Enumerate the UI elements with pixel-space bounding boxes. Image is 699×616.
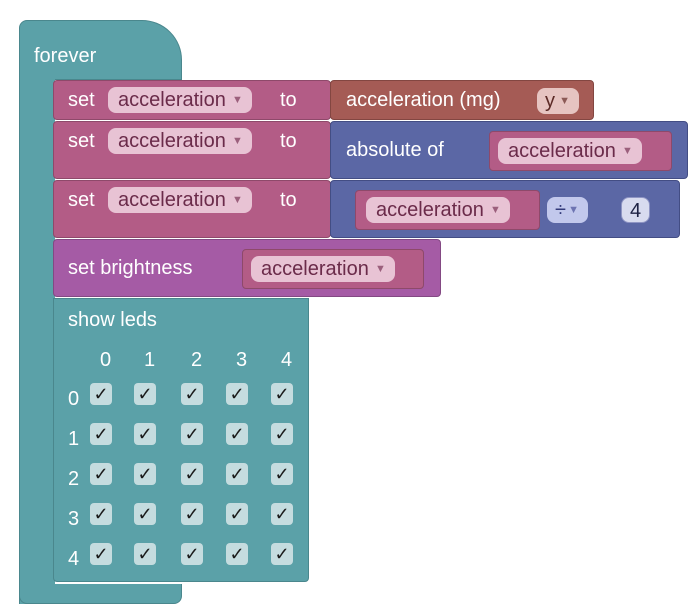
variable-name: acceleration xyxy=(118,189,226,211)
dropdown-triangle-icon: ▼ xyxy=(568,204,579,216)
led-checkbox[interactable]: ✓ xyxy=(181,383,203,405)
dropdown-triangle-icon: ▼ xyxy=(374,263,386,275)
forever-block[interactable] xyxy=(19,20,182,80)
show-leds-block[interactable]: show leds 0 1 2 3 4 0 ✓ ✓ ✓ ✓ ✓ 1 ✓ ✓ ✓ ✓ ✓ 2 ✓ ✓ ✓ ✓ ✓ 3 ✓ ✓ ✓ ✓ ✓ 4… xyxy=(53,298,309,582)
set-label: set xyxy=(68,89,95,111)
variable-dropdown[interactable]: acceleration ▼ xyxy=(498,138,642,164)
acceleration-mg-block[interactable]: acceleration (mg) y ▼ xyxy=(330,80,594,120)
led-checkbox[interactable]: ✓ xyxy=(271,503,293,525)
variable-reporter[interactable]: acceleration ▼ xyxy=(489,131,672,171)
led-column-header: 1 xyxy=(144,349,156,371)
led-checkbox[interactable]: ✓ xyxy=(134,423,156,445)
set-label: set xyxy=(68,130,95,152)
dropdown-triangle-icon: ▼ xyxy=(231,194,243,206)
to-label: to xyxy=(280,89,297,111)
dropdown-triangle-icon: ▼ xyxy=(231,135,243,147)
led-row-header: 4 xyxy=(68,548,80,570)
axis-value: y xyxy=(545,90,555,112)
led-checkbox[interactable]: ✓ xyxy=(90,543,112,565)
led-checkbox[interactable]: ✓ xyxy=(134,463,156,485)
led-checkbox[interactable]: ✓ xyxy=(271,383,293,405)
variable-dropdown[interactable]: acceleration ▼ xyxy=(108,87,252,113)
show-leds-label: show leds xyxy=(68,309,157,331)
set-variable-block-1[interactable]: set acceleration ▼ to xyxy=(53,80,331,120)
variable-dropdown[interactable]: acceleration ▼ xyxy=(108,187,252,213)
led-row-header: 2 xyxy=(68,468,80,490)
set-brightness-block[interactable]: set brightness acceleration ▼ xyxy=(53,239,441,297)
acceleration-mg-label: acceleration (mg) xyxy=(346,89,501,111)
variable-name: acceleration xyxy=(508,140,616,162)
led-checkbox[interactable]: ✓ xyxy=(271,543,293,565)
led-checkbox[interactable]: ✓ xyxy=(226,383,248,405)
led-checkbox[interactable]: ✓ xyxy=(90,503,112,525)
to-label: to xyxy=(280,189,297,211)
forever-label: forever xyxy=(34,45,97,67)
to-label: to xyxy=(280,130,297,152)
led-checkbox[interactable]: ✓ xyxy=(271,423,293,445)
operator-dropdown[interactable]: ÷ ▼ xyxy=(547,197,588,223)
led-checkbox[interactable]: ✓ xyxy=(90,383,112,405)
led-row-header: 3 xyxy=(68,508,80,530)
variable-dropdown[interactable]: acceleration ▼ xyxy=(366,197,510,223)
set-variable-block-3[interactable]: set acceleration ▼ to xyxy=(53,180,331,238)
variable-dropdown[interactable]: acceleration ▼ xyxy=(108,128,252,154)
led-checkbox[interactable]: ✓ xyxy=(226,463,248,485)
led-checkbox[interactable]: ✓ xyxy=(181,463,203,485)
number-input[interactable]: 4 xyxy=(621,197,651,223)
forever-block-bottom[interactable] xyxy=(19,584,182,604)
set-label: set xyxy=(68,189,95,211)
variable-name: acceleration xyxy=(118,130,226,152)
dropdown-triangle-icon: ▼ xyxy=(489,204,501,216)
led-checkbox[interactable]: ✓ xyxy=(271,463,293,485)
led-checkbox[interactable]: ✓ xyxy=(226,423,248,445)
led-checkbox[interactable]: ✓ xyxy=(134,503,156,525)
absolute-of-block[interactable]: absolute of acceleration ▼ xyxy=(330,121,688,179)
divide-block[interactable]: acceleration ▼ ÷ ▼ 4 xyxy=(330,180,680,238)
led-row-header: 1 xyxy=(68,428,80,450)
variable-dropdown[interactable]: acceleration ▼ xyxy=(251,256,395,282)
variable-reporter[interactable]: acceleration ▼ xyxy=(355,190,540,230)
led-checkbox[interactable]: ✓ xyxy=(226,543,248,565)
led-row-header: 0 xyxy=(68,388,80,410)
dropdown-triangle-icon: ▼ xyxy=(621,145,633,157)
led-checkbox[interactable]: ✓ xyxy=(181,423,203,445)
led-checkbox[interactable]: ✓ xyxy=(90,463,112,485)
led-column-header: 0 xyxy=(100,349,112,371)
operator-value: ÷ xyxy=(555,199,566,221)
forever-block-spine[interactable] xyxy=(19,78,55,604)
led-checkbox[interactable]: ✓ xyxy=(90,423,112,445)
axis-dropdown[interactable]: y ▼ xyxy=(537,88,579,114)
variable-name: acceleration xyxy=(376,199,484,221)
dropdown-triangle-icon: ▼ xyxy=(559,95,570,107)
led-checkbox[interactable]: ✓ xyxy=(226,503,248,525)
set-variable-block-2[interactable]: set acceleration ▼ to xyxy=(53,121,331,179)
led-column-header: 3 xyxy=(236,349,248,371)
led-checkbox[interactable]: ✓ xyxy=(134,383,156,405)
led-column-header: 2 xyxy=(191,349,203,371)
led-checkbox[interactable]: ✓ xyxy=(134,543,156,565)
variable-name: acceleration xyxy=(118,89,226,111)
set-brightness-label: set brightness xyxy=(68,257,193,279)
led-checkbox[interactable]: ✓ xyxy=(181,543,203,565)
variable-reporter[interactable]: acceleration ▼ xyxy=(242,249,424,289)
dropdown-triangle-icon: ▼ xyxy=(231,94,243,106)
led-column-header: 4 xyxy=(281,349,293,371)
variable-name: acceleration xyxy=(261,258,369,280)
led-checkbox[interactable]: ✓ xyxy=(181,503,203,525)
absolute-of-label: absolute of xyxy=(346,139,444,161)
